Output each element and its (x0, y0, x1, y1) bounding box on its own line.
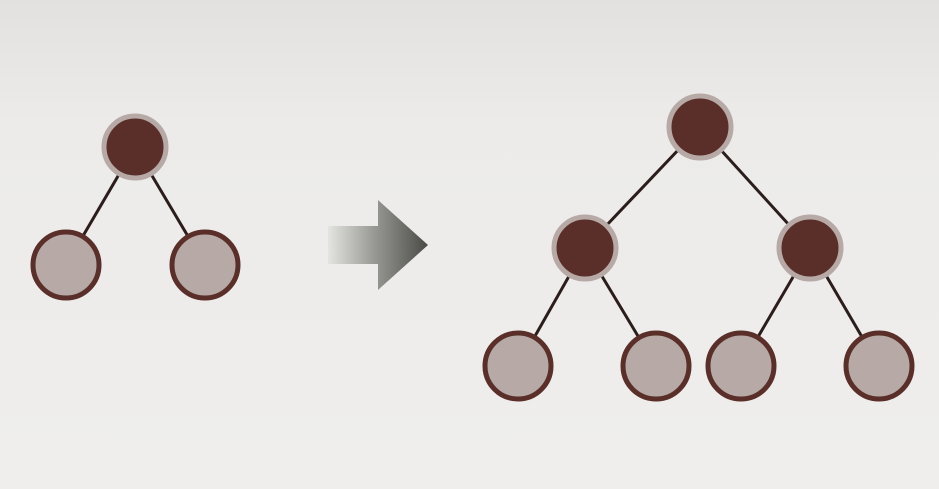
leaf-node (843, 330, 915, 402)
root-node (101, 113, 169, 181)
before-tree (30, 113, 241, 301)
after-tree (482, 93, 915, 402)
leaf-node (30, 229, 102, 301)
internal-node (551, 214, 619, 282)
right-arrow-icon (328, 200, 428, 290)
leaf-node (169, 229, 241, 301)
root-node (666, 93, 734, 161)
internal-node (776, 214, 844, 282)
leaf-node (705, 330, 777, 402)
leaf-node (620, 330, 692, 402)
leaf-node (482, 330, 554, 402)
